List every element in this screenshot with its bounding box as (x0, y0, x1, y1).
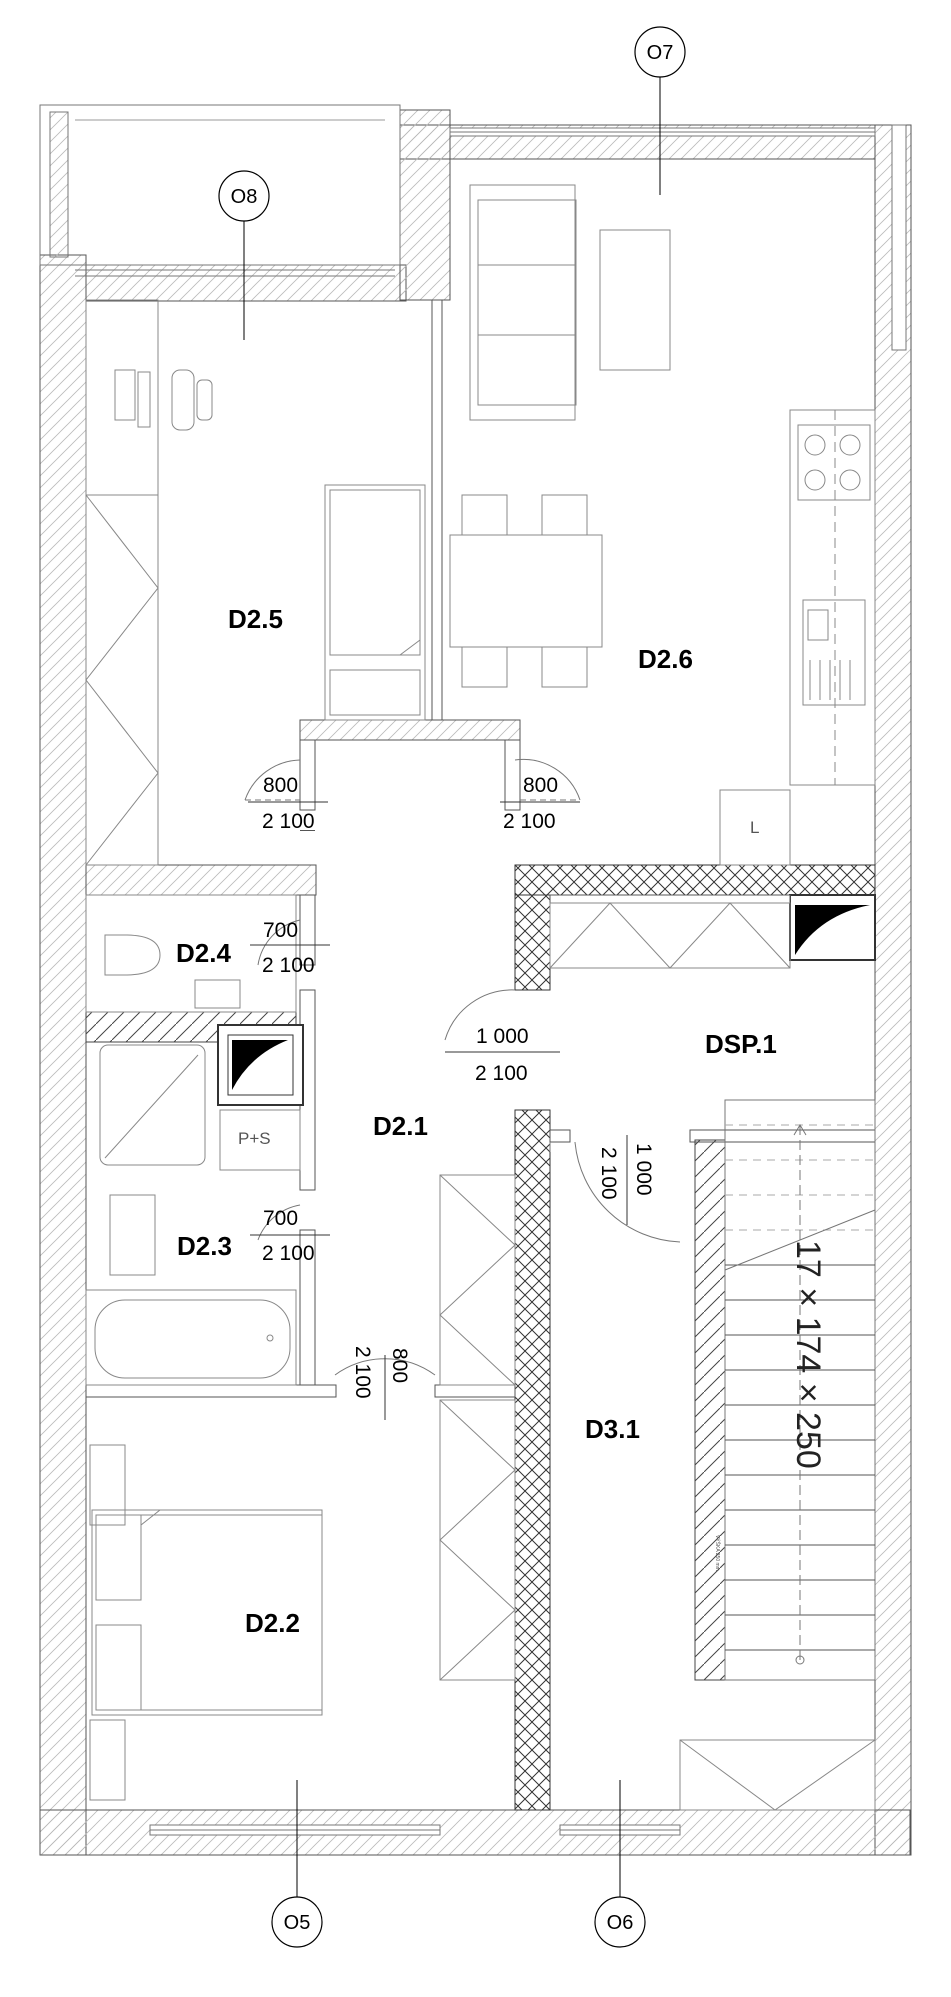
door-width-d26: 800 (523, 774, 558, 797)
coffee-table (599, 229, 671, 371)
axis-marker-o8: O8 (218, 170, 270, 340)
stair-label: 17 × 174 × 250 (789, 1240, 827, 1469)
door-height-d26: 2 100 (503, 810, 556, 833)
room-label-d24: D2.4 (176, 938, 231, 968)
door-dim-d31: 1 000 2 100 (597, 1135, 655, 1225)
axis-label-o7: O7 (647, 42, 674, 64)
dining-table (449, 494, 603, 688)
door-height-d31: 2 100 (597, 1147, 620, 1200)
door-width-d23: 700 (263, 1207, 298, 1230)
wardrobe-d25 (85, 494, 159, 866)
d31-closet (679, 1739, 876, 1811)
desk-d25 (85, 299, 213, 496)
bathroom (85, 1044, 301, 1386)
outer-walls (39, 109, 912, 1856)
door-height-d23: 2 100 (262, 1242, 315, 1265)
door-width-d25: 800 (263, 774, 298, 797)
door-width-d22: 800 (388, 1348, 411, 1383)
fixture-label-ps: P+S (238, 1129, 271, 1148)
door-dim-d25: 800 2 100 (248, 774, 328, 833)
dsp-wardrobe (549, 902, 791, 969)
axis-label-o5: O5 (284, 1912, 311, 1934)
door-height-d25: 2 100 (262, 810, 315, 833)
door-width-d24: 700 (263, 919, 298, 942)
windows (149, 124, 907, 1836)
door-width-d31: 1 000 (632, 1143, 655, 1196)
stair-note: VÝŠKA 250 mm (714, 1535, 721, 1571)
door-width-dsp1: 1 000 (476, 1025, 529, 1048)
room-label-d26: D2.6 (638, 644, 693, 674)
door-dim-d24: 700 2 100 (250, 919, 330, 977)
door-dim-d23: 700 2 100 (250, 1207, 330, 1265)
door-height-d24: 2 100 (262, 954, 315, 977)
room-label-d31: D3.1 (585, 1414, 640, 1444)
axis-marker-o7: O7 (634, 26, 686, 195)
balcony (39, 104, 401, 277)
bed-d25 (324, 484, 426, 721)
room-label-d22: D2.2 (245, 1608, 300, 1638)
door-dim-d26: 800 2 100 (500, 774, 580, 833)
room-label-d25: D2.5 (228, 604, 283, 634)
door-height-d22: 2 100 (351, 1346, 374, 1399)
door-height-dsp1: 2 100 (475, 1062, 528, 1085)
door-dim-dsp1: 1 000 2 100 (445, 1025, 560, 1085)
room-label-dsp1: DSP.1 (705, 1029, 777, 1059)
toilet (85, 894, 297, 1013)
kitchen (719, 409, 876, 866)
axis-label-o8: O8 (231, 186, 258, 208)
room-label-d23: D2.3 (177, 1231, 232, 1261)
door-swings (244, 758, 681, 1376)
door-dim-d22: 800 2 100 (351, 1346, 411, 1420)
bedroom-furniture (89, 1174, 516, 1801)
fixture-label-fridge: L (750, 818, 759, 837)
axis-marker-o5: O5 (271, 1780, 323, 1948)
axis-label-o6: O6 (607, 1912, 634, 1934)
interior-walls (85, 299, 876, 1811)
room-label-d21: D2.1 (373, 1111, 428, 1141)
axis-marker-o6: O6 (594, 1780, 646, 1948)
stair (724, 1099, 876, 1681)
sofa (469, 184, 577, 421)
